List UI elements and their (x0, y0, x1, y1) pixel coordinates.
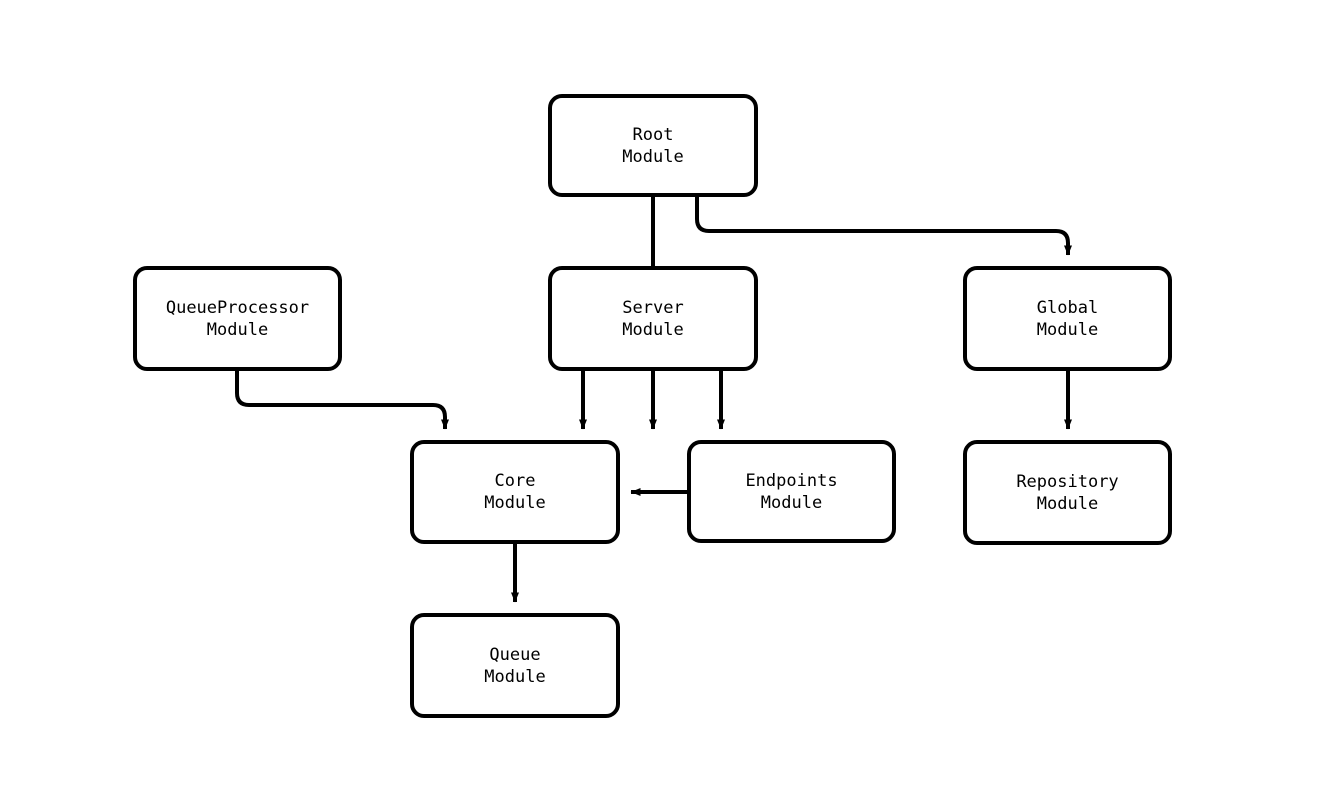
node-label-queueprocessor: QueueProcessor Module (165, 297, 310, 340)
node-repository[interactable]: Repository Module (963, 440, 1172, 545)
node-global[interactable]: Global Module (963, 266, 1172, 371)
node-core[interactable]: Core Module (410, 440, 620, 544)
node-label-queue: Queue Module (484, 644, 546, 687)
node-label-core: Core Module (484, 471, 546, 513)
node-label-global: Global Module (1036, 297, 1099, 340)
node-label-server: Server Module (622, 297, 684, 340)
node-server[interactable]: Server Module (548, 266, 758, 371)
node-endpoints[interactable]: Endpoints Module (687, 440, 896, 543)
node-label-endpoints: Endpoints Module (745, 470, 838, 513)
node-queueprocessor[interactable]: QueueProcessor Module (133, 266, 342, 371)
edge-queueprocessor-to-core (235, 371, 449, 430)
node-label-repository: Repository Module (1016, 471, 1119, 514)
node-root[interactable]: Root Module (548, 94, 758, 197)
node-label-root: Root Module (622, 124, 684, 167)
node-queue[interactable]: Queue Module (410, 613, 620, 718)
edge-root-to-global (695, 197, 1072, 256)
